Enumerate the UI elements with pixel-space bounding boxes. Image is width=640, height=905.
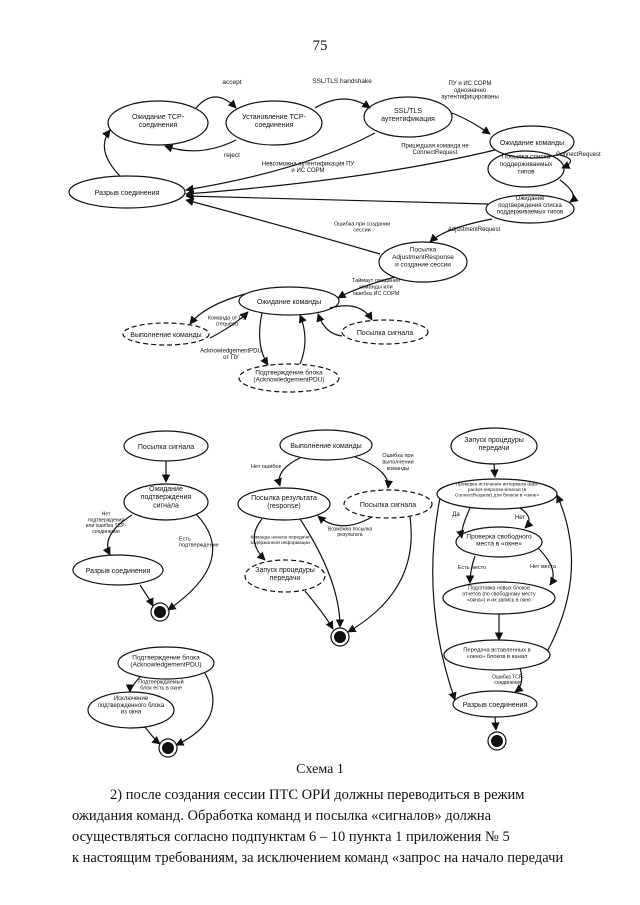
final-state-left-2-dot bbox=[162, 742, 174, 754]
label-no-space: Нет места bbox=[530, 564, 557, 570]
state-left-disconnect bbox=[72, 554, 164, 586]
state-mid-send-result bbox=[237, 487, 331, 521]
state-mid-send-result-label: Посылка результата(response) bbox=[251, 495, 317, 510]
state-send-signal bbox=[341, 319, 429, 345]
page-number: 75 bbox=[312, 38, 328, 54]
state-exec-command bbox=[122, 322, 210, 346]
label-has-space: Есть место bbox=[458, 565, 486, 571]
paragraph-line: к настоящим требованиям, за исключением … bbox=[72, 850, 564, 866]
state-wait-tcp bbox=[107, 100, 209, 146]
state-disconnect-label: Разрыв соединения bbox=[95, 190, 160, 197]
state-left-send-signal-label: Посылка сигнала bbox=[138, 444, 194, 451]
label-adjustment-request: AdjustmentRequest bbox=[448, 227, 501, 233]
state-send-signal-label: Посылка сигнала bbox=[357, 330, 413, 337]
state-establish-tcp bbox=[225, 100, 323, 146]
paragraph-line: ожидания команд. Обработка команд и посы… bbox=[72, 808, 492, 824]
state-right-check-space bbox=[455, 526, 543, 558]
body-paragraph: 2) после создания сессии ПТС ОРИ должны … bbox=[72, 785, 572, 869]
state-mid-start-proc bbox=[244, 559, 326, 593]
state-establish-tcp-label: Установление TCP-соединения bbox=[242, 114, 306, 129]
state-mid-exec-command bbox=[279, 429, 373, 461]
state-send-types bbox=[487, 150, 565, 188]
state-wait-command-2-label: Ожидание команды bbox=[257, 299, 321, 306]
state-left-wait-confirm bbox=[123, 483, 209, 521]
state-block-confirm bbox=[238, 363, 340, 393]
state-right-check-timeout bbox=[436, 478, 558, 510]
state-wait-tcp-label: Ожидание TCP-соединения bbox=[132, 114, 185, 129]
state-wait-command-label: Ожидание команды bbox=[500, 140, 564, 147]
state-left-disconnect-label: Разрыв соединения bbox=[86, 568, 151, 575]
state-mid-send-signal bbox=[343, 489, 433, 519]
state-right-disconnect-label: Разрыв соединения bbox=[463, 702, 528, 709]
paragraph-line: 2) после создания сессии ПТС ОРИ должны … bbox=[110, 787, 525, 803]
state-left-block-confirm bbox=[117, 646, 215, 680]
label-no: Нет bbox=[515, 515, 525, 521]
state-ssl-auth bbox=[363, 96, 453, 138]
label-ssl-handshake: SSL/TLS handshake bbox=[312, 78, 372, 85]
state-right-check-timeout-label: Проверка истечения интервала data-packet… bbox=[455, 482, 540, 499]
final-state-left-1-dot bbox=[154, 606, 166, 618]
final-state-right-dot bbox=[491, 735, 503, 747]
state-mid-send-signal-label: Посылка сигнала bbox=[360, 502, 416, 509]
state-exec-command-label: Выполнение команды bbox=[130, 332, 201, 339]
final-state-left-2 bbox=[158, 738, 178, 758]
label-accept: accept bbox=[222, 79, 241, 86]
figure-caption: Схема 1 bbox=[296, 762, 344, 777]
state-left-block-confirm-label: Подтверждение блока(AcknowledgementPDU) bbox=[130, 653, 201, 668]
label-tcp-error: Ошибка TCP-соединения bbox=[492, 674, 524, 686]
label-no-errors: Нет ошибок bbox=[251, 464, 282, 470]
state-block-confirm-label: Подтверждение блока(AcknowledgementPDU) bbox=[253, 368, 324, 383]
state-disconnect bbox=[68, 175, 186, 209]
state-wait-types-confirm bbox=[485, 194, 575, 224]
state-mid-exec-command-label: Выполнение команды bbox=[290, 443, 361, 450]
state-wait-command bbox=[489, 125, 575, 159]
final-state-right bbox=[487, 731, 507, 751]
state-right-transmit-label: Передача вставленных в«окно» блоков в ка… bbox=[463, 647, 530, 660]
state-wait-command-2 bbox=[238, 286, 340, 316]
label-yes: Да bbox=[452, 512, 460, 518]
label-cmd-from-pu: Команда от ПУ(request) bbox=[208, 315, 247, 327]
label-reject: reject bbox=[224, 152, 240, 159]
label-connect-request: ConnectRequest bbox=[556, 152, 601, 158]
final-state-mid bbox=[330, 627, 350, 647]
paragraph-line: осуществляться согласно подпунктам 6 – 1… bbox=[72, 829, 510, 845]
state-send-adjust bbox=[378, 241, 468, 283]
final-state-mid-dot bbox=[334, 631, 346, 643]
final-state-left-1 bbox=[150, 602, 170, 622]
